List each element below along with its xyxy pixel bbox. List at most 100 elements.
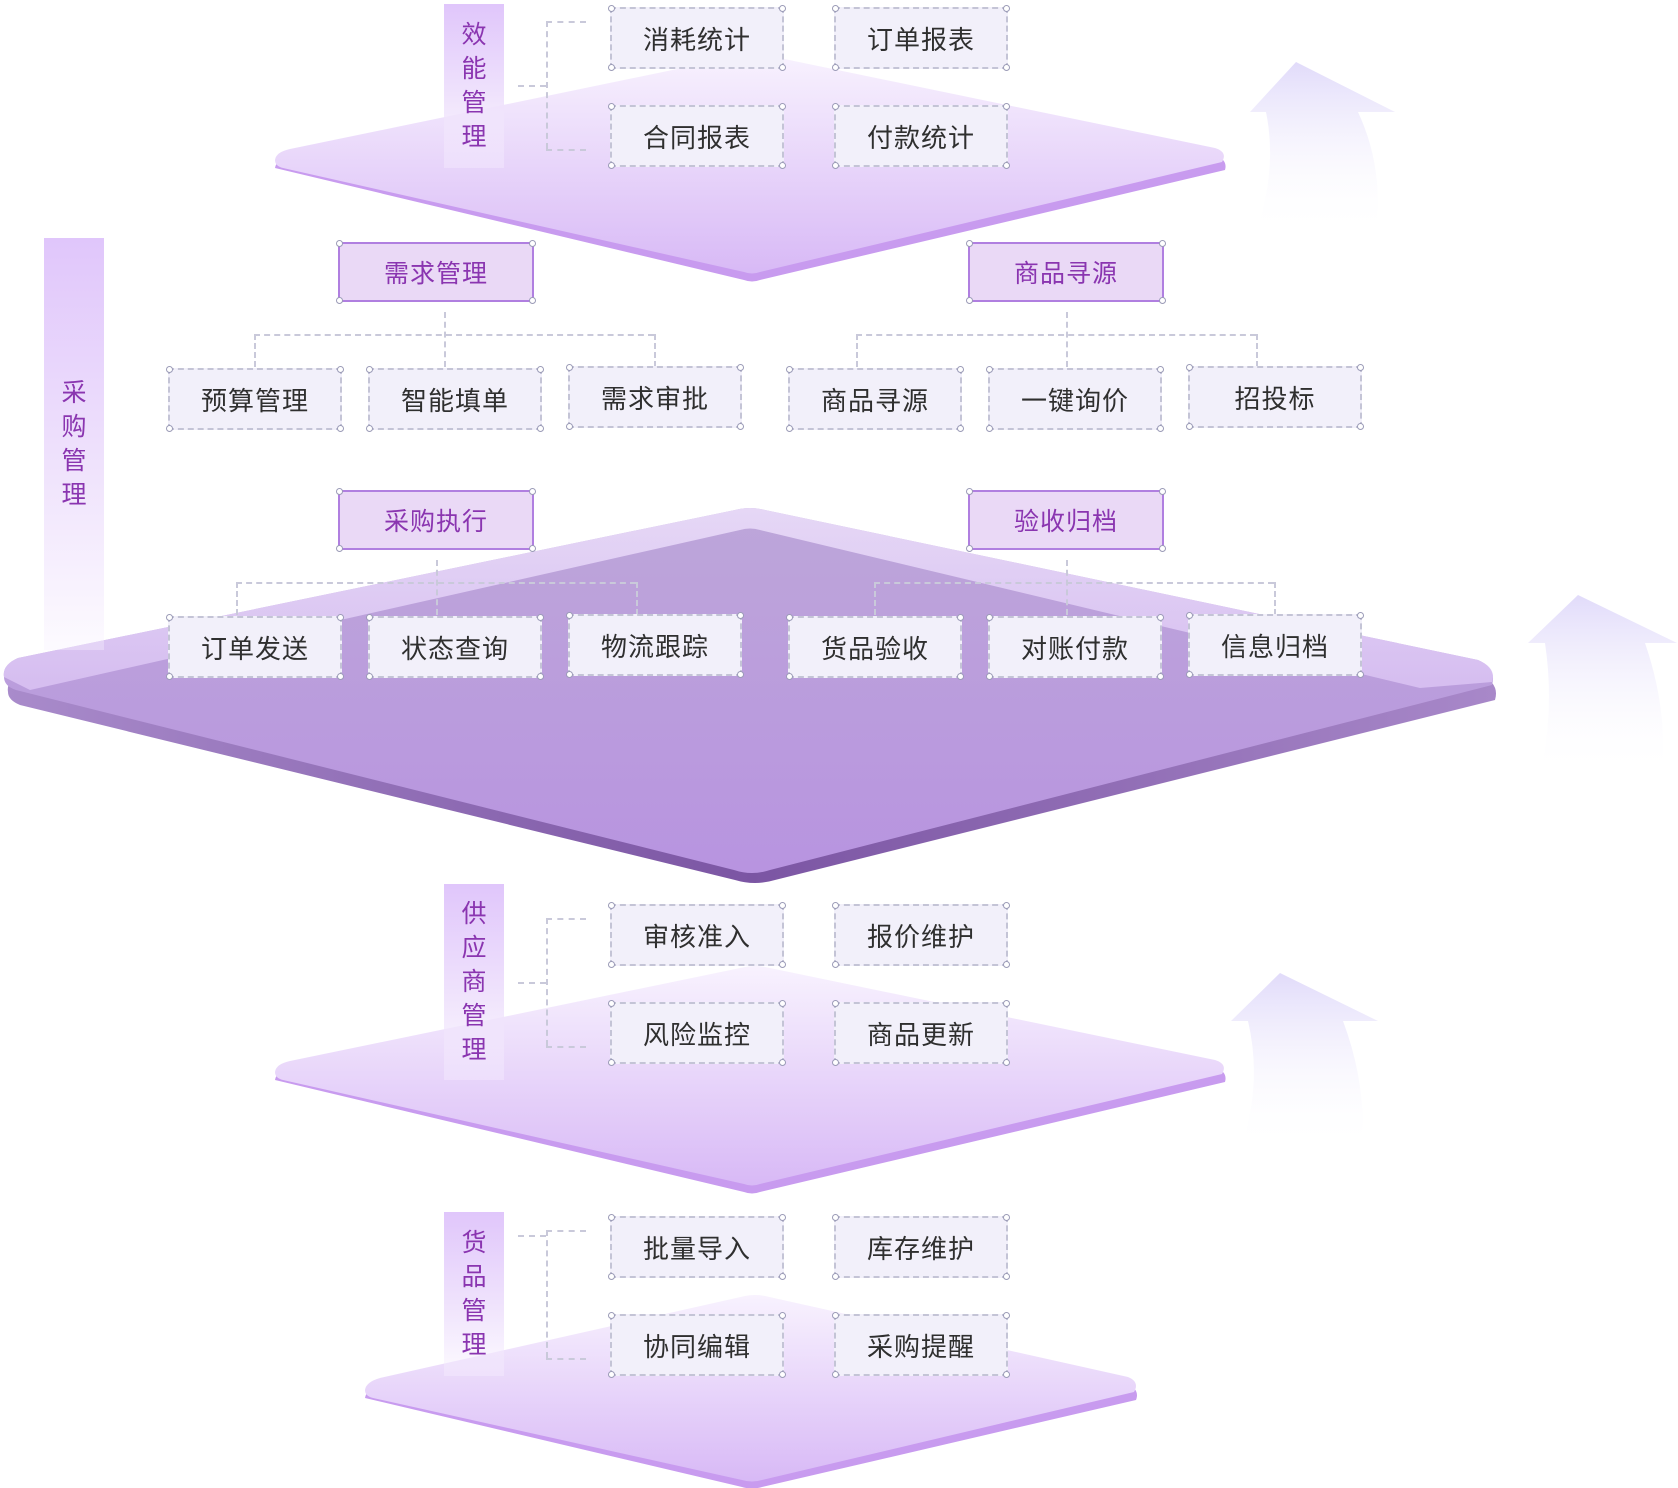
resize-handle[interactable] — [737, 671, 744, 678]
module-node[interactable]: 需求审批 — [566, 364, 744, 430]
resize-handle[interactable] — [957, 673, 964, 680]
resize-handle[interactable] — [608, 902, 615, 909]
resize-handle[interactable] — [566, 364, 573, 371]
resize-handle[interactable] — [779, 1273, 786, 1280]
resize-handle[interactable] — [166, 425, 173, 432]
resize-handle[interactable] — [566, 612, 573, 619]
resize-handle[interactable] — [1159, 545, 1166, 552]
resize-handle[interactable] — [986, 425, 993, 432]
resize-handle[interactable] — [966, 545, 973, 552]
resize-handle[interactable] — [537, 614, 544, 621]
resize-handle[interactable] — [1357, 423, 1364, 430]
resize-handle[interactable] — [966, 240, 973, 247]
resize-handle[interactable] — [1159, 488, 1166, 495]
module-node[interactable]: 商品更新 — [832, 1000, 1010, 1066]
module-node[interactable]: 智能填单 — [366, 366, 544, 432]
module-node[interactable]: 对账付款 — [986, 614, 1164, 680]
resize-handle[interactable] — [779, 1000, 786, 1007]
resize-handle[interactable] — [1157, 673, 1164, 680]
module-node[interactable]: 订单报表 — [832, 5, 1010, 71]
resize-handle[interactable] — [337, 366, 344, 373]
resize-handle[interactable] — [1003, 162, 1010, 169]
resize-handle[interactable] — [786, 614, 793, 621]
resize-handle[interactable] — [986, 366, 993, 373]
module-node[interactable]: 货品验收 — [786, 614, 964, 680]
resize-handle[interactable] — [608, 103, 615, 110]
module-node[interactable]: 消耗统计 — [608, 5, 786, 71]
resize-handle[interactable] — [779, 162, 786, 169]
module-node[interactable]: 物流跟踪 — [566, 612, 744, 678]
resize-handle[interactable] — [832, 1312, 839, 1319]
resize-handle[interactable] — [1003, 1273, 1010, 1280]
resize-handle[interactable] — [779, 902, 786, 909]
resize-handle[interactable] — [1357, 612, 1364, 619]
resize-handle[interactable] — [957, 366, 964, 373]
module-node[interactable]: 预算管理 — [166, 366, 344, 432]
module-node[interactable]: 付款统计 — [832, 103, 1010, 169]
module-node[interactable]: 风险监控 — [608, 1000, 786, 1066]
module-node[interactable]: 采购提醒 — [832, 1312, 1010, 1378]
resize-handle[interactable] — [166, 673, 173, 680]
resize-handle[interactable] — [1157, 366, 1164, 373]
resize-handle[interactable] — [779, 1371, 786, 1378]
resize-handle[interactable] — [608, 1000, 615, 1007]
resize-handle[interactable] — [1157, 614, 1164, 621]
resize-handle[interactable] — [1186, 612, 1193, 619]
resize-handle[interactable] — [366, 673, 373, 680]
resize-handle[interactable] — [337, 425, 344, 432]
resize-handle[interactable] — [832, 1214, 839, 1221]
resize-handle[interactable] — [1357, 364, 1364, 371]
resize-handle[interactable] — [336, 488, 343, 495]
group-head-acceptance[interactable]: 验收归档 — [966, 488, 1166, 552]
resize-handle[interactable] — [608, 1273, 615, 1280]
module-node[interactable]: 批量导入 — [608, 1214, 786, 1280]
resize-handle[interactable] — [986, 673, 993, 680]
module-node[interactable]: 库存维护 — [832, 1214, 1010, 1280]
module-node[interactable]: 一键询价 — [986, 366, 1164, 432]
resize-handle[interactable] — [832, 5, 839, 12]
resize-handle[interactable] — [966, 488, 973, 495]
resize-handle[interactable] — [832, 1059, 839, 1066]
resize-handle[interactable] — [1003, 103, 1010, 110]
resize-handle[interactable] — [1003, 64, 1010, 71]
resize-handle[interactable] — [336, 297, 343, 304]
resize-handle[interactable] — [737, 364, 744, 371]
resize-handle[interactable] — [1003, 1000, 1010, 1007]
resize-handle[interactable] — [1159, 297, 1166, 304]
resize-handle[interactable] — [1186, 364, 1193, 371]
resize-handle[interactable] — [366, 366, 373, 373]
resize-handle[interactable] — [608, 1312, 615, 1319]
resize-handle[interactable] — [1186, 423, 1193, 430]
resize-handle[interactable] — [957, 614, 964, 621]
module-node[interactable]: 商品寻源 — [786, 366, 964, 432]
resize-handle[interactable] — [608, 961, 615, 968]
resize-handle[interactable] — [737, 423, 744, 430]
resize-handle[interactable] — [566, 423, 573, 430]
resize-handle[interactable] — [337, 614, 344, 621]
resize-handle[interactable] — [537, 366, 544, 373]
resize-handle[interactable] — [166, 614, 173, 621]
resize-handle[interactable] — [366, 614, 373, 621]
resize-handle[interactable] — [779, 5, 786, 12]
module-node[interactable]: 招投标 — [1186, 364, 1364, 430]
resize-handle[interactable] — [779, 103, 786, 110]
resize-handle[interactable] — [1003, 1059, 1010, 1066]
resize-handle[interactable] — [566, 671, 573, 678]
module-node[interactable]: 协同编辑 — [608, 1312, 786, 1378]
resize-handle[interactable] — [608, 5, 615, 12]
resize-handle[interactable] — [608, 1371, 615, 1378]
module-node[interactable]: 合同报表 — [608, 103, 786, 169]
module-node[interactable]: 审核准入 — [608, 902, 786, 968]
resize-handle[interactable] — [786, 366, 793, 373]
resize-handle[interactable] — [1157, 425, 1164, 432]
resize-handle[interactable] — [1003, 5, 1010, 12]
resize-handle[interactable] — [966, 297, 973, 304]
resize-handle[interactable] — [1159, 240, 1166, 247]
resize-handle[interactable] — [832, 961, 839, 968]
resize-handle[interactable] — [608, 1214, 615, 1221]
group-head-sourcing[interactable]: 商品寻源 — [966, 240, 1166, 304]
resize-handle[interactable] — [1003, 961, 1010, 968]
resize-handle[interactable] — [957, 425, 964, 432]
resize-handle[interactable] — [529, 297, 536, 304]
resize-handle[interactable] — [832, 1273, 839, 1280]
